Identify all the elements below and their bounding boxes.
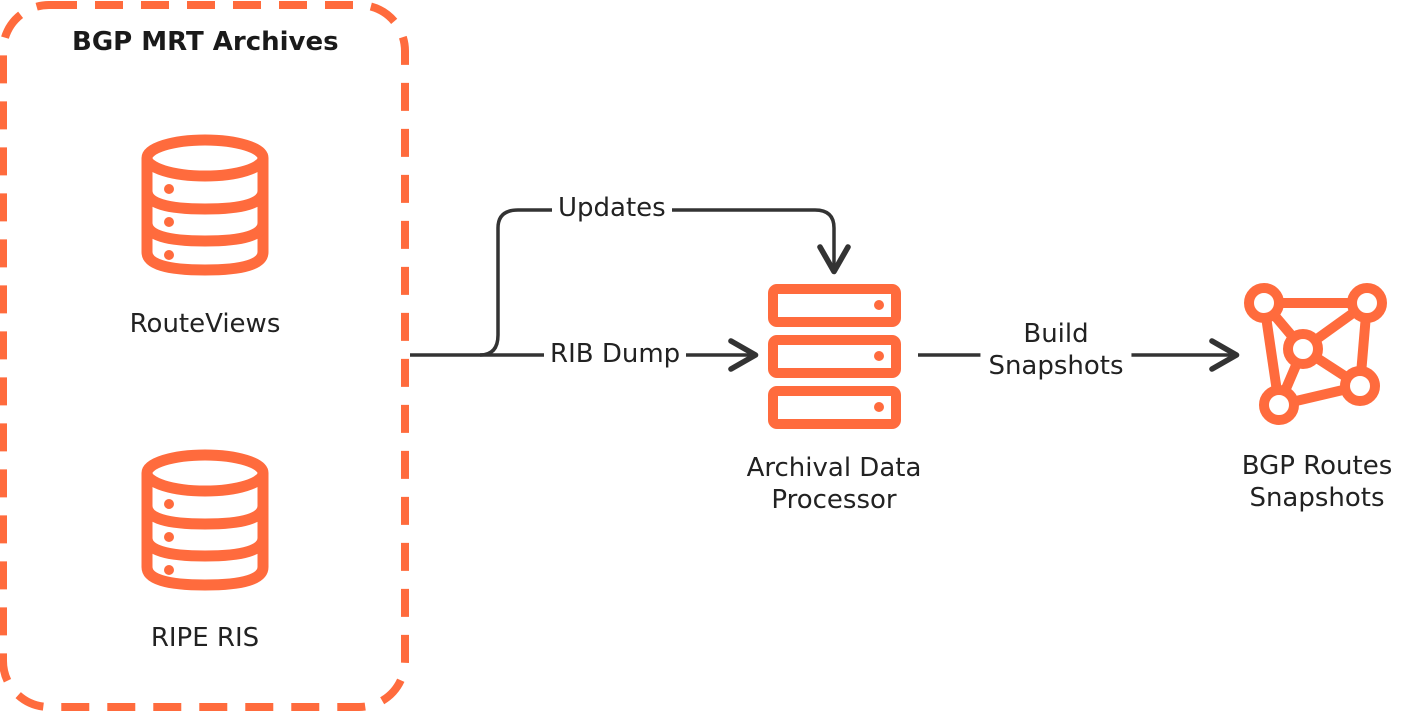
processor-label: Archival Data Processor: [747, 452, 922, 516]
output-label-line1: BGP Routes: [1241, 451, 1393, 481]
edge-label-rib-dump: RIB Dump: [544, 339, 687, 369]
edge-label-updates: Updates: [552, 193, 672, 223]
processor-label-line1: Archival Data: [746, 453, 922, 483]
output-label: BGP Routes Snapshots: [1242, 450, 1393, 514]
edge-label-build-snapshots: Build Snapshots: [980, 318, 1132, 383]
output-label-line2: Snapshots: [1249, 483, 1385, 514]
processor-label-line2: Processor: [771, 485, 897, 516]
database-icon: [141, 449, 269, 591]
source-label-routeviews: RouteViews: [129, 309, 281, 339]
edge-label-build-line2: Snapshots: [988, 351, 1124, 382]
database-icon: [141, 134, 269, 276]
group-container: [0, 1, 409, 711]
server-icon: [768, 284, 901, 429]
source-label-ripe-ris: RIPE RIS: [150, 623, 260, 653]
edge-updates: [479, 208, 851, 357]
group-title: BGP MRT Archives: [72, 27, 339, 57]
edge-label-build-line1: Build: [1023, 319, 1089, 349]
network-graph-icon: [1244, 283, 1387, 425]
